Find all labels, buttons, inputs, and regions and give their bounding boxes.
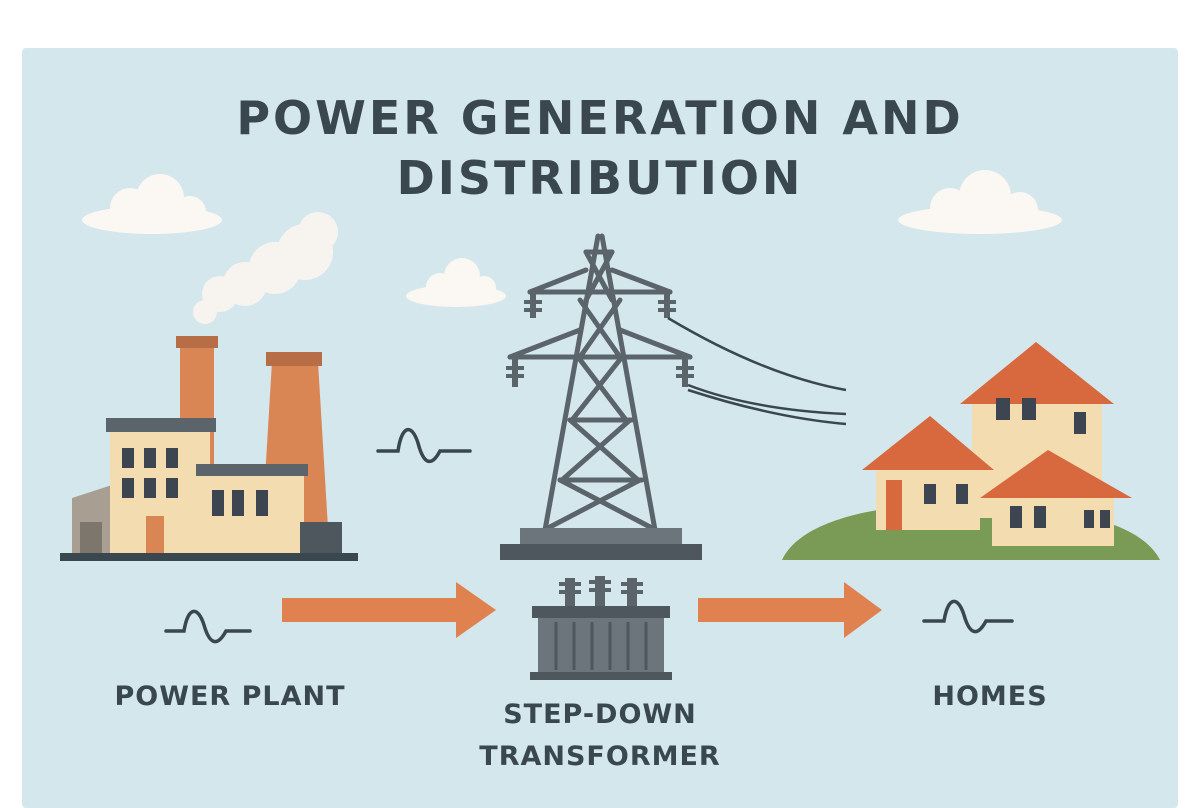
tower-base [500, 528, 702, 560]
flow-arrow [282, 582, 496, 638]
diagram-title: POWER GENERATION AND DISTRIBUTION [0, 88, 1200, 208]
cloud-icon [406, 258, 506, 307]
transformer-label-line1: STEP-DOWN [503, 699, 697, 730]
diagram-title-line2: DISTRIBUTION [396, 151, 804, 205]
transformer-label-line2: TRANSFORMER [479, 741, 721, 772]
ac-wave-icon [376, 428, 472, 463]
insulator-icon [506, 292, 694, 387]
homes-icon [782, 342, 1160, 560]
ac-wave-icon [922, 599, 1014, 634]
flow-arrow [698, 582, 882, 638]
ac-wave-icon [164, 609, 252, 644]
smoke-icon [193, 212, 338, 324]
homes-label: HOMES [932, 681, 1048, 712]
transformer-icon [530, 576, 672, 680]
transformer-label: STEP-DOWN TRANSFORMER [440, 694, 760, 778]
power-line [667, 316, 847, 426]
diagram-title-line1: POWER GENERATION AND [236, 91, 964, 145]
cloud-icon [82, 174, 222, 234]
transmission-tower-icon [507, 233, 693, 533]
cloud-icon [898, 170, 1062, 234]
power-plant-label: POWER PLANT [114, 681, 346, 712]
power-plant-icon [60, 336, 358, 561]
